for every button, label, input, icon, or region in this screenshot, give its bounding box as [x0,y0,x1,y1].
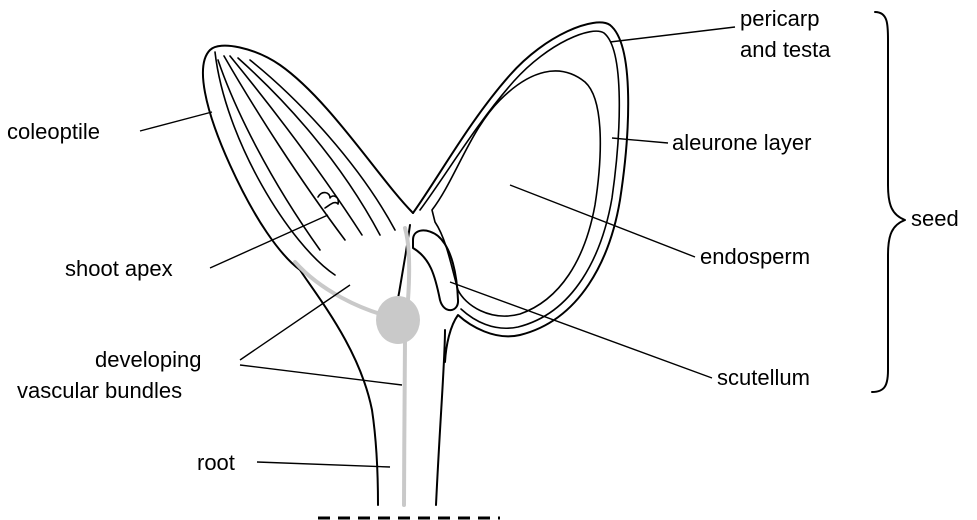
seed-grain [413,22,628,362]
vascular-main-strand [404,340,405,505]
leader-endosperm [510,185,695,257]
leader-coleoptile [140,112,212,131]
endosperm-outline [432,71,600,316]
root-right-edge [436,330,445,505]
leader-pericarp [610,27,735,42]
leader-developing-1 [240,285,350,360]
label-shoot-apex: shoot apex [65,256,173,281]
label-root: root [197,450,235,475]
label-seed: seed [911,206,959,231]
label-developing-line1: developing [95,347,201,372]
label-scutellum: scutellum [717,365,810,390]
label-coleoptile: coleoptile [7,119,100,144]
scutellum-shape [413,230,458,310]
vascular-node [376,296,420,344]
seed-brace [872,12,905,392]
leaf-sheath-2 [224,56,345,240]
label-developing-line2: vascular bundles [17,378,182,403]
leaf-sheath-3 [230,56,362,235]
label-pericarp-line2: and testa [740,37,831,62]
label-endosperm: endosperm [700,244,810,269]
leader-developing-2 [240,365,402,385]
leaf-sheath-inner-edge [215,52,335,275]
label-pericarp-line1: pericarp [740,6,819,31]
label-aleurone: aleurone layer [672,130,811,155]
leaf-sheath-5 [250,60,395,230]
leader-root [257,462,390,467]
leader-aleurone [612,138,668,143]
leader-shoot-apex [210,215,328,268]
leaf-sheath-left [218,60,320,250]
vascular-right-branch [405,228,409,300]
